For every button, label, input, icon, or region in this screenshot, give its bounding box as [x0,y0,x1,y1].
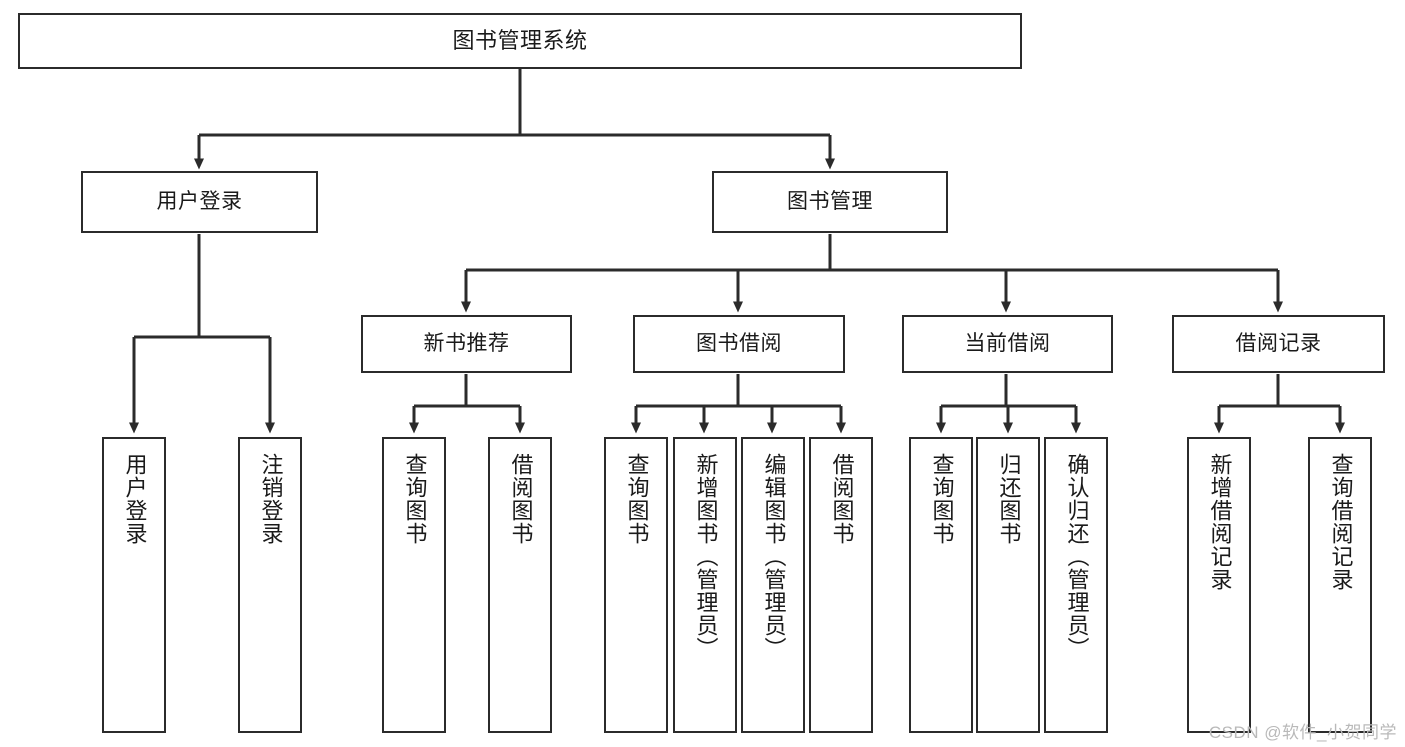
node-label: 新增图书（管理员） [693,453,719,660]
csdn-watermark: CSDN @软件_小贺同学 [1208,723,1397,742]
node-label: 查询图书 [929,453,955,545]
node-label: 图书借阅 [696,332,782,356]
node-label: 归还图书 [996,453,1022,545]
node-label: 查询图书 [624,453,650,545]
node-label: 借阅记录 [1235,332,1322,356]
leaf-add-book-admin[interactable]: 新增图书（管理员） [673,437,737,733]
node-label: 注销登录 [258,453,284,545]
node-label: 用户登录 [122,453,148,545]
node-label: 查询借阅记录 [1328,453,1354,591]
node-label: 新增借阅记录 [1207,453,1233,591]
node-root-book-management-system[interactable]: 图书管理系统 [18,13,1022,69]
leaf-query-book-new-book[interactable]: 查询图书 [382,437,446,733]
leaf-query-borrowing-record[interactable]: 查询借阅记录 [1308,437,1372,733]
node-label: 确认归还（管理员） [1064,453,1090,660]
node-book-borrowing[interactable]: 图书借阅 [633,315,845,373]
node-borrowing-record[interactable]: 借阅记录 [1172,315,1385,373]
node-label: 查询图书 [402,453,428,545]
leaf-confirm-return-admin[interactable]: 确认归还（管理员） [1044,437,1108,733]
leaf-return-book[interactable]: 归还图书 [976,437,1040,733]
node-user-login[interactable]: 用户登录 [81,171,318,233]
node-label: 编辑图书（管理员） [761,453,787,660]
node-label: 借阅图书 [829,453,855,545]
leaf-edit-book-admin[interactable]: 编辑图书（管理员） [741,437,805,733]
leaf-user-login[interactable]: 用户登录 [102,437,166,733]
node-new-book-recommendation[interactable]: 新书推荐 [361,315,572,373]
node-label: 借阅图书 [508,453,534,545]
node-label: 新书推荐 [423,332,510,356]
leaf-add-borrowing-record[interactable]: 新增借阅记录 [1187,437,1251,733]
leaf-query-book-borrowing[interactable]: 查询图书 [604,437,668,733]
node-label: 图书管理 [787,190,873,214]
node-label: 当前借阅 [964,332,1051,356]
leaf-logout[interactable]: 注销登录 [238,437,302,733]
node-label: 图书管理系统 [452,27,588,53]
leaf-query-book-current[interactable]: 查询图书 [909,437,973,733]
node-current-borrowing[interactable]: 当前借阅 [902,315,1113,373]
leaf-borrow-book-borrowing[interactable]: 借阅图书 [809,437,873,733]
node-book-management[interactable]: 图书管理 [712,171,948,233]
node-label: 用户登录 [156,190,243,214]
leaf-borrow-book-new-book[interactable]: 借阅图书 [488,437,552,733]
